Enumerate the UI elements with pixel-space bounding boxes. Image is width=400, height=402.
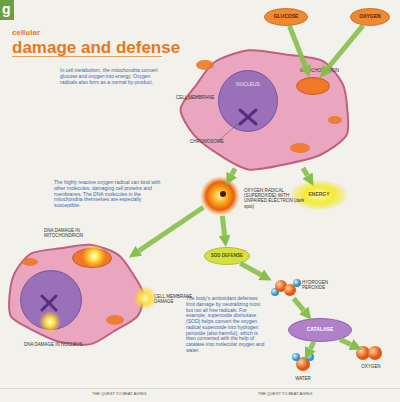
chromosome-symbol bbox=[240, 110, 256, 124]
footer-text: THE QUEST TO BEAT AGING bbox=[258, 392, 368, 397]
node-label: ENERGY bbox=[290, 192, 348, 198]
mitochondrion-shape bbox=[72, 248, 112, 268]
flow-arrow bbox=[303, 168, 308, 176]
mitochondrion-shape: DNA DAMAGE IN MITOCHONDRION bbox=[72, 248, 112, 268]
damage-note: The highly reactive oxygen radical can b… bbox=[54, 180, 166, 209]
molecule-symbol bbox=[292, 352, 314, 374]
atom-ball bbox=[293, 279, 301, 287]
node-label: CATALASE bbox=[288, 327, 352, 333]
flow-arrow bbox=[139, 207, 204, 251]
molecule-symbol: HYDROGEN PEROXIDE bbox=[268, 276, 302, 300]
node-label: HYDROGEN PEROXIDE bbox=[302, 280, 342, 290]
flow-arrow bbox=[327, 25, 363, 68]
cell-shape: CELL MEMBRANE NUCLEUS MITOCHONDRION bbox=[178, 45, 358, 173]
intro-note: In cell metabolism, the mitochondria con… bbox=[60, 68, 168, 85]
node-label: OXYGEN bbox=[350, 14, 390, 20]
damaged-cell-shape: CELL MEMBRANE DAMAGEDNA DAMAGE IN NUCLEU… bbox=[2, 240, 148, 348]
defense-ellipse: SOD DEFENSE bbox=[204, 247, 250, 265]
leader-line bbox=[218, 122, 240, 141]
mitochondrion-symbol bbox=[196, 60, 214, 70]
flow-arrow bbox=[222, 216, 224, 235]
nucleus-shape bbox=[218, 70, 278, 132]
radical-sphere bbox=[200, 176, 240, 216]
footer-text: THE QUEST TO BEAT AGING bbox=[92, 392, 202, 397]
radical-sphere: OXYGEN RADICAL (SUPEROXIDE) WITH UNPAIRE… bbox=[200, 176, 240, 216]
atom-ball bbox=[356, 346, 370, 360]
page-letter: g bbox=[2, 1, 12, 17]
molecule-symbol bbox=[356, 344, 382, 362]
mitochondrion-shape bbox=[297, 78, 330, 95]
flow-arrow bbox=[289, 26, 305, 66]
flow-arrow bbox=[232, 169, 235, 175]
atom-ball bbox=[292, 353, 300, 361]
molecule-symbol: OXYGEN bbox=[356, 344, 382, 362]
energy-glow bbox=[290, 180, 348, 210]
input-ellipse bbox=[351, 9, 390, 26]
node-label: DNA DAMAGE IN NUCLEUS bbox=[24, 342, 94, 347]
flow-arrow bbox=[310, 342, 314, 349]
part-label: CHROMOSOME bbox=[190, 139, 250, 144]
node-label: GLUCOSE bbox=[264, 14, 308, 20]
chromosome-symbol bbox=[42, 296, 56, 310]
enzyme-ellipse: CATALASE bbox=[288, 318, 352, 342]
node-label: WATER bbox=[288, 376, 318, 381]
diagram-title: damage and defense bbox=[12, 38, 212, 58]
molecule-symbol: WATER bbox=[292, 352, 314, 374]
unpaired-electron bbox=[220, 191, 226, 197]
node-label: MITOCHONDRION bbox=[300, 68, 360, 73]
leader-line bbox=[186, 96, 198, 100]
nucleus-shape: DNA DAMAGE IN NUCLEUS bbox=[20, 270, 82, 330]
defense-note: The body's antioxidant defenses limit da… bbox=[186, 296, 266, 354]
node-label: DNA DAMAGE IN MITOCHONDRION bbox=[44, 228, 104, 238]
footer-rule bbox=[0, 388, 400, 390]
damage-burst bbox=[133, 286, 157, 310]
damaged-cell-shape bbox=[9, 245, 144, 345]
node-label: OXYGEN bbox=[356, 364, 386, 369]
damage-burst bbox=[82, 244, 106, 268]
node-label: NUCLEUS bbox=[226, 82, 270, 88]
section-kicker: cellular bbox=[12, 28, 92, 37]
defense-ellipse bbox=[205, 248, 250, 265]
flow-arrow bbox=[294, 298, 304, 310]
input-ellipse: GLUCOSE bbox=[264, 8, 308, 26]
molecule-symbol bbox=[268, 276, 302, 300]
mitochondrion-symbol bbox=[290, 143, 310, 153]
damage-burst bbox=[39, 311, 61, 333]
mitochondrion-shape bbox=[73, 249, 112, 268]
flow-arrow bbox=[340, 339, 351, 344]
enzyme-ellipse bbox=[289, 319, 352, 342]
node-label: CELL MEMBRANE bbox=[176, 95, 216, 100]
input-ellipse: OXYGEN bbox=[350, 8, 390, 26]
mitochondrion-shape: MITOCHONDRION bbox=[296, 77, 330, 95]
nucleus-shape bbox=[20, 270, 82, 330]
atom-ball bbox=[368, 346, 382, 360]
input-ellipse bbox=[265, 9, 308, 26]
nucleus-shape bbox=[21, 271, 82, 330]
mitochondrion-symbol bbox=[106, 315, 124, 325]
nucleus-shape: NUCLEUS bbox=[218, 70, 278, 132]
mitochondrion-symbol bbox=[328, 116, 342, 124]
mitochondrion-shape bbox=[296, 77, 330, 95]
radical-sphere bbox=[200, 176, 240, 216]
node-label: OXYGEN RADICAL (SUPEROXIDE) WITH UNPAIRE… bbox=[244, 188, 306, 209]
energy-glow: ENERGY bbox=[290, 180, 348, 210]
node-label: SOD DEFENSE bbox=[204, 253, 250, 258]
atom-ball bbox=[306, 353, 314, 361]
mitochondrion-symbol bbox=[22, 258, 38, 266]
page-tab bbox=[0, 0, 14, 20]
flow-arrow bbox=[240, 263, 261, 274]
nucleus-shape bbox=[219, 71, 278, 132]
